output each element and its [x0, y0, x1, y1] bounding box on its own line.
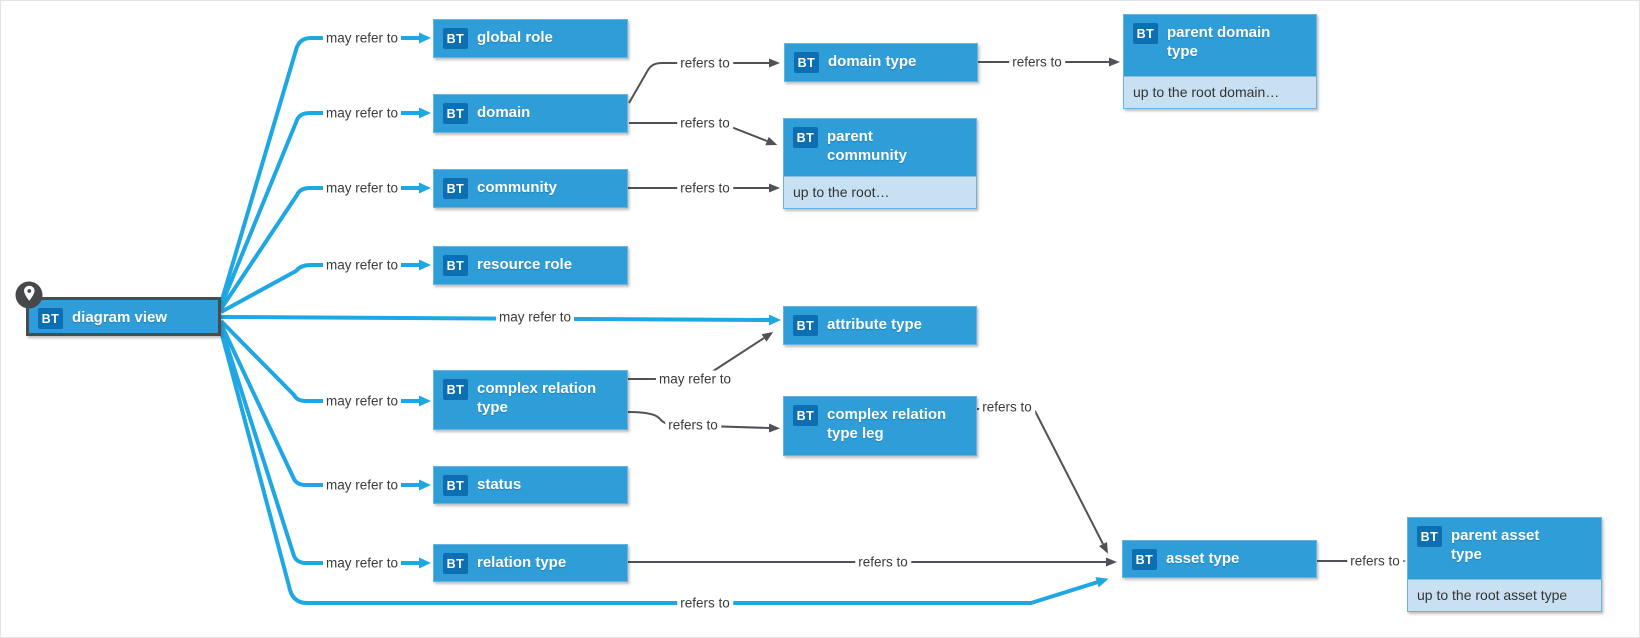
node-title-label: complex relation type leg	[827, 406, 947, 442]
edge-line	[220, 259, 431, 314]
edge-label: may refer to	[322, 554, 402, 572]
node-resource-role[interactable]: BT resource role	[433, 246, 628, 285]
edge-line	[628, 58, 780, 104]
edge-line	[219, 319, 431, 407]
bt-badge: BT	[1133, 23, 1158, 44]
edge-label: may refer to	[495, 308, 575, 326]
edge-label: may refer to	[322, 104, 402, 122]
node-title-label: parent asset type	[1451, 527, 1540, 563]
bt-badge: BT	[443, 28, 468, 49]
edge-line	[219, 330, 1109, 605]
edge-label: may refer to	[322, 256, 402, 274]
edge-label: refers to	[1347, 552, 1403, 570]
bt-badge: BT	[793, 315, 818, 336]
node-attribute-type[interactable]: BT attribute type	[783, 306, 977, 345]
node-title-label: diagram view	[72, 309, 168, 326]
node-title-label: asset type	[1166, 550, 1240, 567]
location-pin-icon	[15, 281, 43, 309]
edge-label: may refer to	[322, 392, 402, 410]
edge-line	[219, 107, 431, 307]
bt-badge: BT	[794, 52, 819, 73]
edge-label: may refer to	[322, 179, 402, 197]
node-parent-community[interactable]: BT parent community up to the root…	[783, 118, 977, 209]
bt-badge: BT	[443, 178, 468, 199]
node-parent-domain-type[interactable]: BT parent domain type up to the root dom…	[1123, 14, 1317, 109]
node-title-label: parent community	[827, 128, 908, 164]
node-diagram-view[interactable]: BT diagram view	[15, 281, 221, 336]
node-title-label: status	[477, 476, 522, 493]
edge-label: refers to	[677, 179, 733, 197]
bt-badge: BT	[443, 255, 468, 276]
edge-label: refers to	[855, 553, 911, 571]
node-title-label: relation type	[477, 554, 567, 571]
node-subtitle: up to the root asset type	[1408, 579, 1601, 611]
edge-line	[219, 323, 431, 491]
edge-label: refers to	[677, 114, 733, 132]
node-title-label: resource role	[477, 256, 573, 273]
edge-label: may refer to	[655, 370, 735, 388]
edge-label: refers to	[677, 594, 733, 612]
node-relation-type[interactable]: BT relation type	[433, 544, 628, 582]
edge-label: may refer to	[322, 29, 402, 47]
edge-label: refers to	[665, 416, 721, 434]
node-status[interactable]: BT status	[433, 466, 628, 504]
bt-badge: BT	[793, 405, 818, 426]
edge-line	[219, 182, 431, 311]
edge-line	[976, 408, 1109, 554]
node-title-label: parent domain type	[1167, 24, 1271, 60]
node-global-role[interactable]: BT global role	[433, 19, 628, 58]
bt-badge: BT	[1132, 549, 1157, 570]
node-subtitle: up to the root…	[784, 176, 976, 208]
node-title-label: community	[477, 179, 558, 196]
node-title-label: domain type	[828, 53, 917, 70]
bt-badge: BT	[443, 379, 468, 400]
bt-badge: BT	[443, 475, 468, 496]
node-subtitle: up to the root domain…	[1124, 76, 1316, 108]
edge-label: refers to	[979, 398, 1035, 416]
node-domain[interactable]: BT domain	[433, 94, 628, 133]
node-complex-relation-type-leg[interactable]: BT complex relation type leg	[783, 396, 977, 456]
node-title-label: global role	[477, 29, 553, 46]
node-title-label: complex relation type	[477, 380, 597, 416]
bt-badge: BT	[1417, 526, 1442, 547]
node-parent-asset-type[interactable]: BT parent asset type up to the root asse…	[1407, 517, 1602, 612]
edge-label: may refer to	[322, 476, 402, 494]
edge-line	[219, 32, 431, 304]
node-asset-type[interactable]: BT asset type	[1122, 540, 1317, 578]
node-title-label: domain	[477, 104, 531, 121]
edge-line	[220, 314, 781, 326]
dark-edge-lines	[627, 57, 1406, 567]
edge-line	[219, 326, 431, 569]
bt-badge: BT	[443, 553, 468, 574]
node-community[interactable]: BT community	[433, 169, 628, 208]
node-title-label: attribute type	[827, 316, 923, 333]
bt-badge: BT	[443, 103, 468, 124]
node-domain-type[interactable]: BT domain type	[784, 43, 978, 82]
bt-badge: BT	[793, 127, 818, 148]
edge-label: refers to	[677, 54, 733, 72]
bt-badge: BT	[38, 308, 63, 329]
blue-edge-lines	[219, 32, 1109, 605]
node-complex-relation-type[interactable]: BT complex relation type	[433, 370, 628, 430]
edge-label: refers to	[1009, 53, 1065, 71]
